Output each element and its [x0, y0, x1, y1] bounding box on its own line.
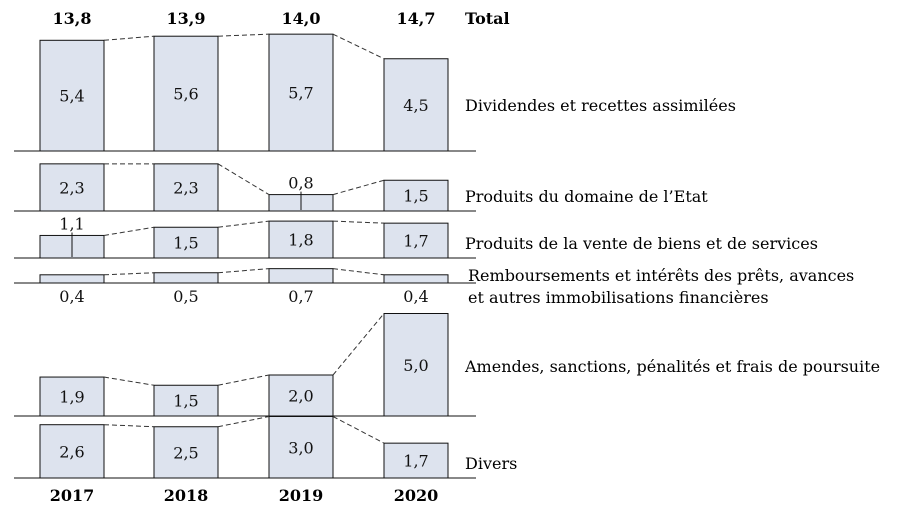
value-label-s4-2020: 5,0	[403, 356, 428, 375]
series-label-s1-line0: Produits du domaine de l’Etat	[465, 187, 708, 206]
series-label-s0-line0: Dividendes et recettes assimilées	[465, 96, 736, 115]
bar-s3-2017	[39, 274, 105, 284]
bar-s1-2020	[383, 179, 449, 212]
total-value-2018: 13,9	[167, 9, 206, 28]
connector-s1-2	[332, 179, 385, 196]
value-label-s5-2018: 2,5	[173, 443, 198, 462]
connector-s3-1	[217, 268, 270, 274]
connector-s4-1	[217, 374, 270, 386]
connector-s0-1	[217, 33, 270, 37]
value-label-s4-2019: 2,0	[288, 387, 313, 406]
connector-s5-1	[217, 416, 270, 428]
series-label-s5-line0: Divers	[465, 454, 517, 473]
bar-s3-2018	[153, 272, 219, 284]
bar-s4-2017	[39, 376, 105, 417]
year-label-2019: 2019	[279, 486, 324, 505]
value-label-s3-2020: 0,4	[403, 287, 428, 306]
year-label-2018: 2018	[164, 486, 209, 505]
connector-s2-1	[217, 220, 270, 228]
total-value-2020: 14,7	[397, 9, 436, 28]
bar-s2-2019	[268, 220, 334, 259]
value-label-s2-2018: 1,5	[173, 234, 198, 253]
value-label-s3-2018: 0,5	[173, 287, 198, 306]
total-value-2017: 13,8	[53, 9, 92, 28]
connector-s4-2	[332, 313, 385, 376]
bar-s0-2018	[153, 35, 219, 152]
value-label-s0-2020: 4,5	[403, 96, 428, 115]
value-label-s4-2018: 1,5	[173, 392, 198, 411]
value-label-s3-2019: 0,7	[288, 287, 313, 306]
connector-s3-0	[103, 272, 155, 276]
connector-s1-1	[217, 163, 270, 196]
connector-s5-2	[332, 416, 385, 444]
year-label-2017: 2017	[50, 486, 95, 505]
connector-s0-0	[103, 35, 155, 41]
value-label-s0-2018: 5,6	[173, 85, 198, 104]
bar-s3-2019	[268, 268, 334, 284]
connector-s0-2	[332, 33, 385, 60]
total-value-2019: 14,0	[282, 9, 321, 28]
value-label-s3-2017: 0,4	[59, 287, 84, 306]
year-label-2020: 2020	[394, 486, 439, 505]
bar-s1-2018	[153, 163, 219, 212]
value-label-s2-2019: 1,8	[288, 231, 313, 250]
value-label-s5-2019: 3,0	[288, 438, 313, 457]
value-label-s5-2020: 1,7	[403, 452, 428, 471]
value-label-s1-2020: 1,5	[403, 187, 428, 206]
bar-s3-2020	[383, 274, 449, 284]
value-label-s1-2018: 2,3	[173, 178, 198, 197]
value-label-s1-2017: 2,3	[59, 178, 84, 197]
connector-s2-2	[332, 220, 385, 224]
value-label-s1-2019: 0,8	[288, 174, 313, 193]
total-label: Total	[465, 9, 510, 28]
bar-s5-2018	[153, 426, 219, 479]
bar-s5-2017	[39, 424, 105, 479]
value-label-s5-2017: 2,6	[59, 442, 84, 461]
series-label-s3-line1: et autres immobilisations financières	[468, 288, 769, 307]
bar-s0-2019	[268, 33, 334, 152]
bar-s2-2020	[383, 222, 449, 259]
bar-s0-2017	[39, 39, 105, 152]
bar-s0-2020	[383, 58, 449, 152]
bar-s1-2017	[39, 163, 105, 212]
series-label-s3-line0: Remboursements et intérêts des prêts, av…	[468, 266, 854, 285]
value-label-s4-2017: 1,9	[59, 388, 84, 407]
value-label-s0-2019: 5,7	[288, 84, 313, 103]
series-label-s2-line0: Produits de la vente de biens et de serv…	[465, 234, 818, 253]
value-label-s2-2017: 1,1	[59, 214, 84, 233]
value-label-s2-2020: 1,7	[403, 232, 428, 251]
bar-s4-2019	[268, 374, 334, 417]
connector-s3-2	[332, 268, 385, 276]
value-label-s0-2017: 5,4	[59, 87, 84, 106]
series-label-s4-line0: Amendes, sanctions, pénalités et frais d…	[464, 357, 880, 376]
connector-s5-0	[103, 424, 155, 428]
connector-s4-0	[103, 376, 155, 386]
connector-s2-0	[103, 226, 155, 236]
bar-s4-2020	[383, 313, 449, 417]
